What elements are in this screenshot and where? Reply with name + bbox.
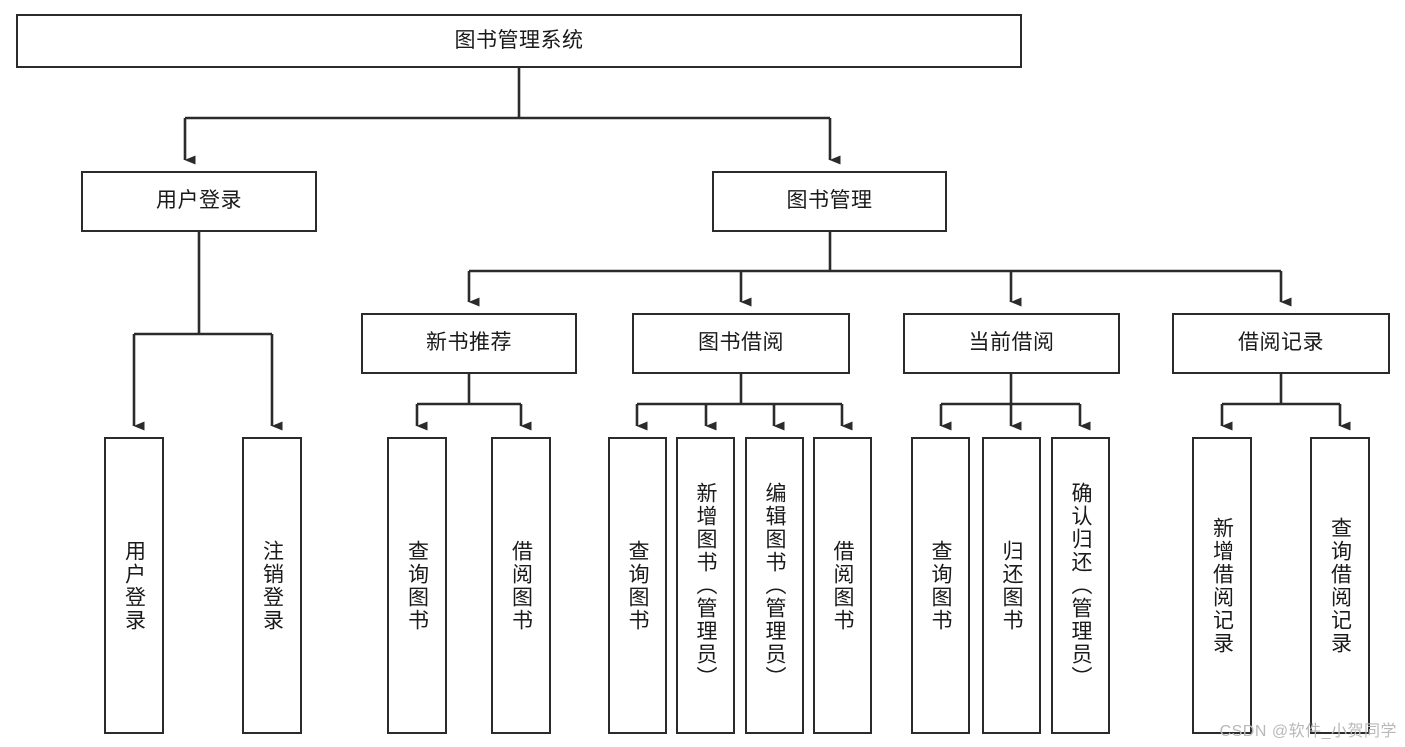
leaf-add-book[interactable]: 新增图书（管理员） — [676, 437, 735, 734]
leaf-confirm-return-label: 确认归还（管理员） — [1069, 482, 1092, 689]
leaf-query-book-3-label: 查询图书 — [929, 539, 952, 632]
leaf-edit-book[interactable]: 编辑图书（管理员） — [745, 437, 804, 734]
leaf-return-book[interactable]: 归还图书 — [982, 437, 1041, 734]
node-root[interactable]: 图书管理系统 — [16, 14, 1022, 68]
node-book-manage-label: 图书管理 — [786, 189, 873, 213]
node-book-borrow-label: 图书借阅 — [698, 331, 784, 355]
leaf-add-book-label: 新增图书（管理员） — [694, 482, 717, 689]
leaf-query-book-1[interactable]: 查询图书 — [387, 437, 447, 734]
node-book-manage[interactable]: 图书管理 — [712, 171, 947, 232]
leaf-user-login-label: 用户登录 — [122, 539, 146, 632]
leaf-query-book-1-label: 查询图书 — [405, 539, 429, 632]
node-current-borrow-label: 当前借阅 — [968, 331, 1055, 355]
node-user-login[interactable]: 用户登录 — [81, 171, 317, 232]
leaf-borrow-book-1[interactable]: 借阅图书 — [491, 437, 551, 734]
leaf-borrow-book-2[interactable]: 借阅图书 — [813, 437, 872, 734]
node-new-book-recommend[interactable]: 新书推荐 — [361, 313, 577, 374]
leaf-logout[interactable]: 注销登录 — [242, 437, 302, 734]
leaf-query-record-label: 查询借阅记录 — [1328, 516, 1352, 655]
node-current-borrow[interactable]: 当前借阅 — [903, 313, 1120, 374]
leaf-query-book-2[interactable]: 查询图书 — [608, 437, 667, 734]
leaf-confirm-return[interactable]: 确认归还（管理员） — [1051, 437, 1110, 734]
leaf-return-book-label: 归还图书 — [1000, 539, 1023, 632]
leaf-edit-book-label: 编辑图书（管理员） — [763, 482, 786, 689]
leaf-query-record[interactable]: 查询借阅记录 — [1310, 437, 1370, 734]
leaf-logout-label: 注销登录 — [260, 539, 284, 632]
node-new-book-recommend-label: 新书推荐 — [426, 331, 512, 355]
leaf-add-record[interactable]: 新增借阅记录 — [1192, 437, 1252, 734]
node-user-login-label: 用户登录 — [156, 189, 242, 213]
leaf-add-record-label: 新增借阅记录 — [1210, 516, 1234, 655]
node-borrow-record[interactable]: 借阅记录 — [1172, 313, 1390, 374]
node-borrow-record-label: 借阅记录 — [1238, 331, 1324, 355]
csdn-watermark: CSDN @软件_小贺同学 — [1219, 723, 1397, 740]
leaf-borrow-book-2-label: 借阅图书 — [831, 539, 854, 632]
node-book-borrow[interactable]: 图书借阅 — [632, 313, 850, 374]
leaf-query-book-2-label: 查询图书 — [626, 539, 649, 632]
leaf-user-login[interactable]: 用户登录 — [104, 437, 164, 734]
node-root-label: 图书管理系统 — [454, 28, 584, 52]
leaf-borrow-book-1-label: 借阅图书 — [509, 539, 533, 632]
leaf-query-book-3[interactable]: 查询图书 — [911, 437, 970, 734]
